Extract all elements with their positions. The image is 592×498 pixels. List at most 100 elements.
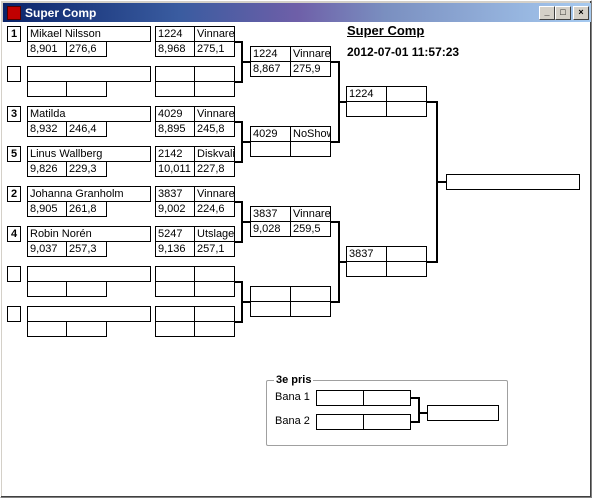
time-field[interactable]: 9,028	[250, 221, 291, 237]
result-field[interactable]	[386, 86, 427, 102]
speed-field[interactable]: 276,6	[66, 41, 107, 57]
player-name-field[interactable]: Matilda	[27, 106, 151, 122]
time-field[interactable]: 9,136	[155, 241, 195, 257]
speed-field[interactable]: 224,6	[194, 201, 235, 217]
reaction-time-field[interactable]: 9,037	[27, 241, 67, 257]
speed-field[interactable]	[66, 281, 107, 297]
time-field[interactable]: 10,011	[155, 161, 195, 177]
speed-field[interactable]	[194, 281, 235, 297]
car-number-field[interactable]: 1224	[250, 46, 291, 62]
bracket-line	[427, 261, 438, 263]
speed-field[interactable]: 275,9	[290, 61, 331, 77]
title-bar[interactable]: Super Comp _ □ ×	[3, 3, 591, 22]
car-number-field[interactable]: 5247	[155, 226, 195, 242]
car-number-field[interactable]: 2142	[155, 146, 195, 162]
time-field[interactable]	[346, 101, 387, 117]
result-field[interactable]	[290, 286, 331, 302]
speed-field[interactable]: 229,3	[66, 161, 107, 177]
player-name-field[interactable]: Mikael Nilsson	[27, 26, 151, 42]
speed-field[interactable]	[290, 301, 331, 317]
reaction-time-field[interactable]	[27, 321, 67, 337]
bracket-line	[235, 81, 243, 83]
speed-field[interactable]: 246,4	[66, 121, 107, 137]
speed-field[interactable]	[66, 81, 107, 97]
bracket-line	[241, 301, 250, 303]
bracket-line	[338, 261, 346, 263]
result-field[interactable]	[386, 246, 427, 262]
speed-field[interactable]: 259,5	[290, 221, 331, 237]
bracket-line	[235, 281, 243, 283]
reaction-time-field[interactable]: 8,932	[27, 121, 67, 137]
lane2-field-b[interactable]	[363, 414, 411, 430]
result-field[interactable]: Vinnare	[194, 186, 235, 202]
result-field[interactable]: NoShow	[290, 126, 331, 142]
speed-field[interactable]	[194, 321, 235, 337]
final-winner-field[interactable]	[446, 174, 580, 190]
lane2-field-a[interactable]	[316, 414, 364, 430]
car-number-field[interactable]: 1224	[346, 86, 387, 102]
close-button[interactable]: ×	[573, 6, 589, 20]
speed-field[interactable]	[386, 261, 427, 277]
result-field[interactable]	[194, 266, 235, 282]
time-field[interactable]	[155, 81, 195, 97]
time-field[interactable]	[346, 261, 387, 277]
speed-field[interactable]: 245,8	[194, 121, 235, 137]
car-number-field[interactable]	[250, 286, 291, 302]
time-field[interactable]: 8,895	[155, 121, 195, 137]
player-name-field[interactable]	[27, 266, 151, 282]
car-number-field[interactable]: 3837	[250, 206, 291, 222]
result-field[interactable]: Vinnare	[290, 46, 331, 62]
speed-field[interactable]: 257,1	[194, 241, 235, 257]
car-number-field[interactable]: 4029	[155, 106, 195, 122]
speed-field[interactable]	[386, 101, 427, 117]
speed-field[interactable]: 261,8	[66, 201, 107, 217]
speed-field[interactable]	[194, 81, 235, 97]
player-name-field[interactable]: Johanna Granholm	[27, 186, 151, 202]
car-number-field[interactable]: 1224	[155, 26, 195, 42]
reaction-time-field[interactable]	[27, 281, 67, 297]
time-field[interactable]	[250, 301, 291, 317]
maximize-button[interactable]: □	[555, 6, 571, 20]
reaction-time-field[interactable]	[27, 81, 67, 97]
player-name-field[interactable]: Robin Norén	[27, 226, 151, 242]
result-field[interactable]: Vinnare	[194, 26, 235, 42]
result-field[interactable]: Vinnare	[290, 206, 331, 222]
time-field[interactable]: 8,867	[250, 61, 291, 77]
result-field[interactable]: Diskvalificerad	[194, 146, 235, 162]
result-field[interactable]	[194, 66, 235, 82]
lane1-field-b[interactable]	[363, 390, 411, 406]
bracket-line	[411, 397, 420, 399]
reaction-time-field[interactable]: 8,901	[27, 41, 67, 57]
player-name-field[interactable]	[27, 306, 151, 322]
seed-badge: 5	[7, 146, 21, 162]
car-number-field[interactable]: 4029	[250, 126, 291, 142]
time-field[interactable]	[155, 321, 195, 337]
time-field[interactable]	[155, 281, 195, 297]
bracket-line	[436, 181, 446, 183]
reaction-time-field[interactable]: 8,905	[27, 201, 67, 217]
player-name-field[interactable]: Linus Wallberg	[27, 146, 151, 162]
result-field[interactable]: Vinnare	[194, 106, 235, 122]
speed-field[interactable]: 257,3	[66, 241, 107, 257]
speed-field[interactable]	[290, 141, 331, 157]
speed-field[interactable]: 227,8	[194, 161, 235, 177]
third-place-result-field[interactable]	[427, 405, 499, 421]
time-field[interactable]: 8,968	[155, 41, 195, 57]
time-field[interactable]	[250, 141, 291, 157]
result-field[interactable]	[194, 306, 235, 322]
minimize-button[interactable]: _	[539, 6, 555, 20]
datetime-label: 2012-07-01 11:57:23	[347, 45, 460, 59]
car-number-field[interactable]	[155, 306, 195, 322]
car-number-field[interactable]	[155, 66, 195, 82]
time-field[interactable]: 9,002	[155, 201, 195, 217]
bracket-line	[418, 397, 420, 423]
lane1-field-a[interactable]	[316, 390, 364, 406]
result-field[interactable]: Utslagen	[194, 226, 235, 242]
car-number-field[interactable]	[155, 266, 195, 282]
speed-field[interactable]: 275,1	[194, 41, 235, 57]
speed-field[interactable]	[66, 321, 107, 337]
car-number-field[interactable]: 3837	[155, 186, 195, 202]
car-number-field[interactable]: 3837	[346, 246, 387, 262]
player-name-field[interactable]	[27, 66, 151, 82]
reaction-time-field[interactable]: 9,826	[27, 161, 67, 177]
